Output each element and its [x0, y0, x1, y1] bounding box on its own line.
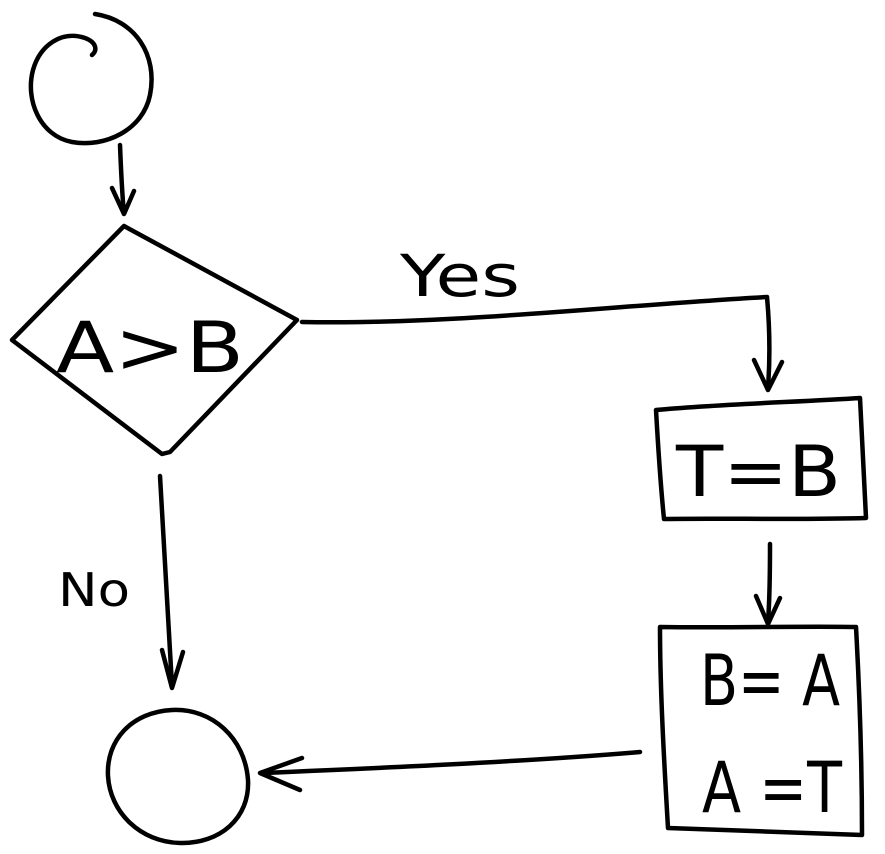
yes-label: Yes — [399, 242, 520, 310]
end-node — [105, 707, 251, 846]
process-step-1: T=B — [653, 395, 869, 522]
no-label: No — [58, 563, 130, 617]
step-1-text: T=B — [675, 431, 841, 513]
end-circle — [105, 707, 251, 846]
yes-branch: Yes — [299, 242, 785, 393]
arrow-start-to-decision — [109, 142, 137, 217]
step-2-line-1: B= A — [700, 640, 840, 722]
start-node — [28, 11, 154, 146]
step-2-box — [657, 624, 865, 838]
decision-diamond — [9, 223, 300, 457]
start-circle — [28, 11, 154, 146]
arrow-step-2-to-end — [257, 749, 643, 793]
process-step-2: B= A A =T — [657, 624, 865, 838]
arrow-step-1-to-step-2 — [753, 541, 783, 627]
step-1-box — [653, 395, 869, 522]
decision-node: A>B — [9, 223, 300, 457]
step-2-line-2: A =T — [702, 747, 842, 829]
decision-text: A>B — [56, 307, 244, 389]
no-branch: No — [58, 473, 186, 691]
